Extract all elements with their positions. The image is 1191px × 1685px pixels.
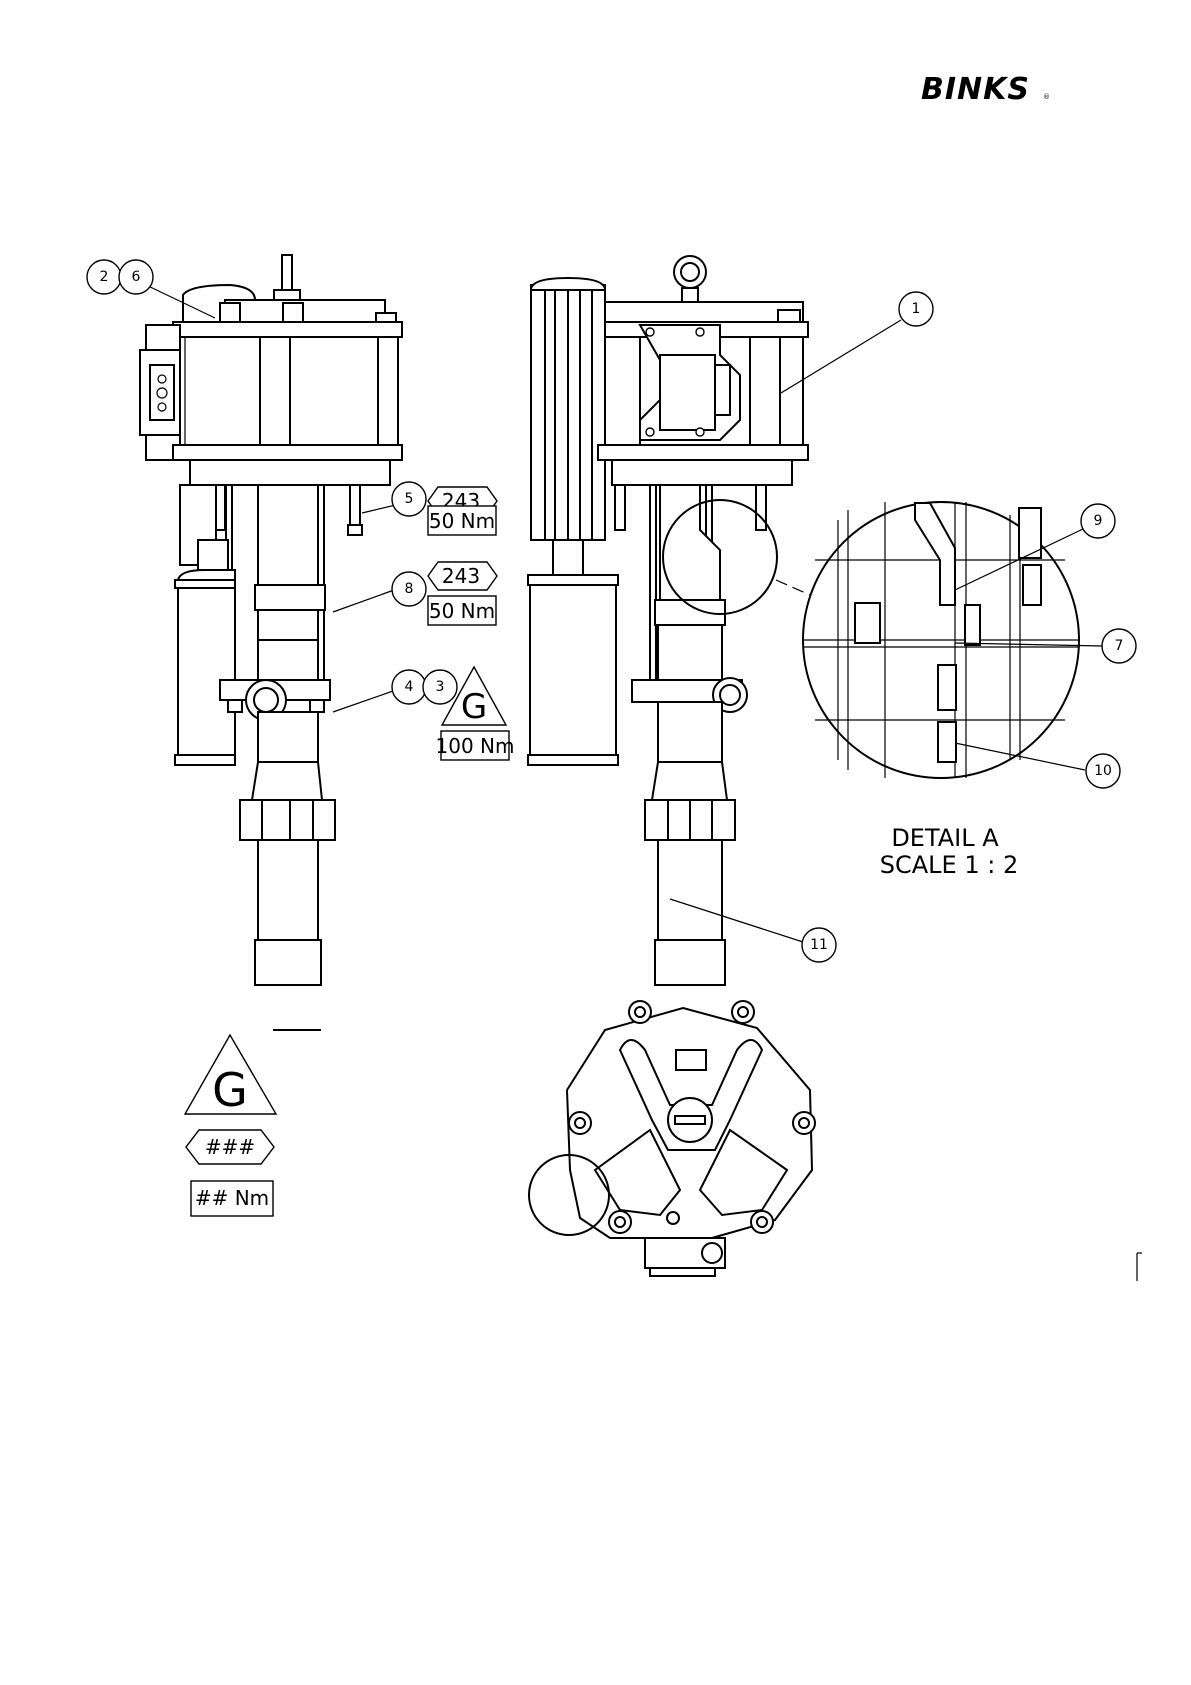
svg-text:DETAIL A: DETAIL A xyxy=(891,824,999,852)
callout-1: 1 xyxy=(899,292,933,326)
binks-logo: BINKS ® xyxy=(921,72,1050,107)
svg-text:50 Nm: 50 Nm xyxy=(429,509,495,533)
svg-text:8: 8 xyxy=(405,581,414,597)
callout-10: 10 xyxy=(1086,754,1120,788)
adhesive-symbol-item-8: 243 xyxy=(428,562,497,590)
svg-text:5: 5 xyxy=(405,491,414,507)
svg-text:100 Nm: 100 Nm xyxy=(436,734,515,758)
svg-text:243: 243 xyxy=(442,564,480,588)
callout-11: 11 xyxy=(802,928,836,962)
svg-text:6: 6 xyxy=(132,269,141,285)
svg-text:7: 7 xyxy=(1115,638,1124,654)
callout-9: 9 xyxy=(1081,504,1115,538)
torque-box-item-4: 100 Nm xyxy=(436,731,515,760)
callout-3: 3 xyxy=(423,670,457,704)
detail-a-label: DETAIL A SCALE 1 : 2 xyxy=(880,824,1018,879)
callout-7: 7 xyxy=(1102,629,1136,663)
pump-side-view-left xyxy=(140,255,402,985)
callout-8: 8 xyxy=(392,572,426,606)
svg-text:4: 4 xyxy=(405,679,414,695)
callout-2: 2 xyxy=(87,260,121,294)
svg-text:## Nm: ## Nm xyxy=(195,1186,269,1210)
svg-text:®: ® xyxy=(1043,93,1050,101)
svg-text:G: G xyxy=(461,687,487,727)
svg-text:10: 10 xyxy=(1094,763,1112,779)
svg-text:1: 1 xyxy=(912,301,921,317)
svg-text:50 Nm: 50 Nm xyxy=(429,599,495,623)
svg-text:SCALE 1 : 2: SCALE 1 : 2 xyxy=(880,851,1018,879)
pump-side-view-right xyxy=(528,256,810,985)
callout-6: 6 xyxy=(119,260,153,294)
svg-text:2: 2 xyxy=(100,269,109,285)
symbol-legend: G ### ## Nm xyxy=(185,1030,321,1216)
detail-a-view xyxy=(803,502,1079,778)
callout-5: 5 xyxy=(392,482,426,516)
torque-box-item-8: 50 Nm xyxy=(428,596,496,625)
pump-bottom-view xyxy=(529,1001,815,1276)
svg-text:11: 11 xyxy=(810,937,828,953)
svg-text:3: 3 xyxy=(436,679,445,695)
svg-text:###: ### xyxy=(205,1135,255,1159)
svg-text:G: G xyxy=(212,1063,248,1117)
svg-text:BINKS: BINKS xyxy=(921,72,1030,107)
torque-box-item-5: 50 Nm xyxy=(428,506,496,535)
svg-text:9: 9 xyxy=(1094,513,1103,529)
callout-4: 4 xyxy=(392,670,426,704)
